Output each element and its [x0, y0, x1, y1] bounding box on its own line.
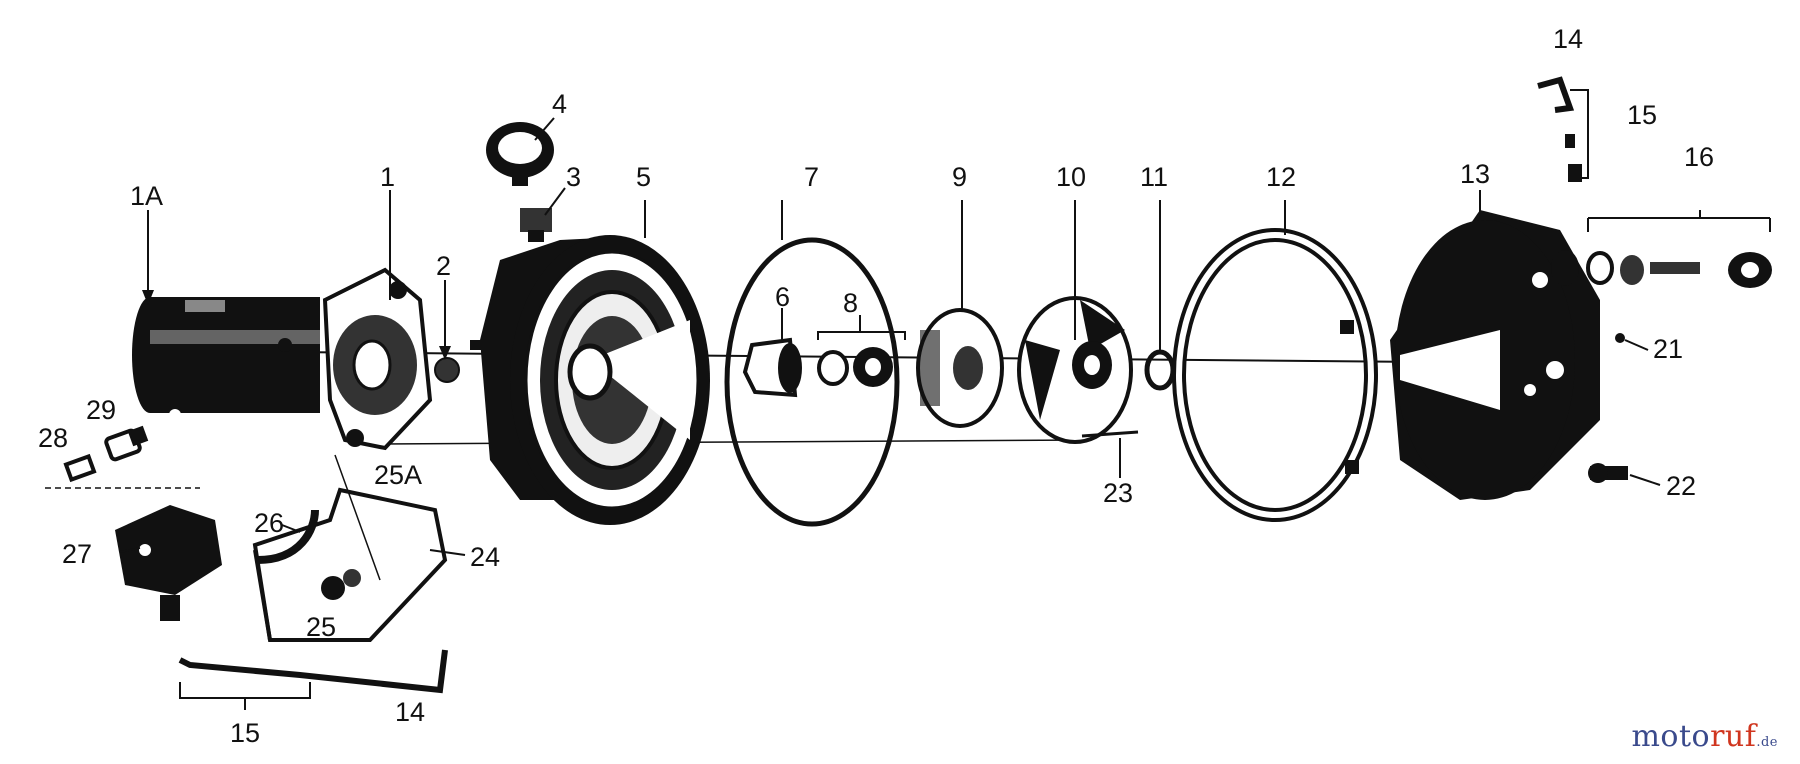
clip-23 [1081, 430, 1139, 438]
bracket-15-bottom [179, 682, 311, 699]
pump-cover-13 [1390, 210, 1600, 500]
label-25: 25 [306, 612, 336, 642]
label-24: 24 [470, 542, 500, 572]
label-2: 2 [436, 251, 451, 281]
pump-housing-5 [470, 235, 710, 525]
label-16: 16 [1684, 142, 1714, 172]
shaft-axis-line [289, 351, 1421, 363]
label-10: 10 [1056, 162, 1086, 192]
nut-25 [321, 576, 345, 600]
watermark-logo: motoruf.de [1631, 719, 1778, 754]
drain-plug-22 [1588, 463, 1628, 483]
clip-28 [63, 453, 97, 483]
label-25a: 25A [374, 460, 422, 490]
hose-clamp-14-15-top [1537, 76, 1582, 182]
o-ring-11 [1144, 349, 1176, 391]
label-14-bottom: 14 [395, 697, 425, 727]
label-4: 4 [552, 89, 567, 119]
cable-26 [257, 509, 319, 564]
impeller-9 [916, 308, 1004, 428]
power-cord-14-bottom [178, 649, 448, 694]
label-3: 3 [566, 162, 581, 192]
watermark-part2: ruf [1710, 719, 1757, 754]
label-11: 11 [1140, 162, 1168, 192]
label-13: 13 [1460, 159, 1490, 189]
label-5: 5 [636, 162, 651, 192]
label-1a: 1A [130, 181, 163, 211]
motor-1a [132, 297, 320, 421]
clamp-ring-12 [1172, 228, 1378, 522]
diffuser-6 [742, 337, 802, 398]
label-28: 28 [38, 423, 68, 453]
label-27: 27 [62, 539, 92, 569]
connector-29 [104, 425, 149, 462]
motor-flange-1 [278, 267, 433, 451]
label-29: 29 [86, 395, 116, 425]
lower-axis-line [369, 439, 1091, 445]
o-ring-7 [724, 237, 900, 527]
watermark-part1: moto [1631, 719, 1711, 754]
mounting-plate-24 [252, 487, 448, 642]
valve-assembly-16 [1551, 250, 1772, 288]
arrowheads [142, 290, 451, 360]
screw-21 [1615, 333, 1625, 343]
label-12: 12 [1266, 162, 1296, 192]
grommet-25a [343, 569, 361, 587]
label-14-top: 14 [1553, 24, 1583, 54]
pressure-gauge-4 [486, 122, 554, 186]
label-23: 23 [1103, 478, 1133, 508]
bracket-15-top [1570, 89, 1589, 179]
nut-2 [434, 357, 460, 383]
label-21: 21 [1653, 334, 1683, 364]
leader-lines [119, 117, 1661, 556]
label-8: 8 [843, 288, 858, 318]
label-26: 26 [254, 508, 284, 538]
label-15-top: 15 [1627, 100, 1657, 130]
watermark-part3: .de [1756, 735, 1778, 750]
label-6: 6 [775, 282, 790, 312]
label-22: 22 [1666, 471, 1696, 501]
label-7: 7 [804, 162, 819, 192]
switch-box-27 [115, 505, 222, 621]
part-labels: 1A 1 2 3 4 5 6 7 8 9 10 11 12 13 14 15 1… [38, 24, 1714, 748]
seal-assembly-8 [817, 347, 893, 387]
label-15-bottom: 15 [230, 718, 260, 748]
label-1: 1 [380, 162, 395, 192]
label-9: 9 [952, 162, 967, 192]
